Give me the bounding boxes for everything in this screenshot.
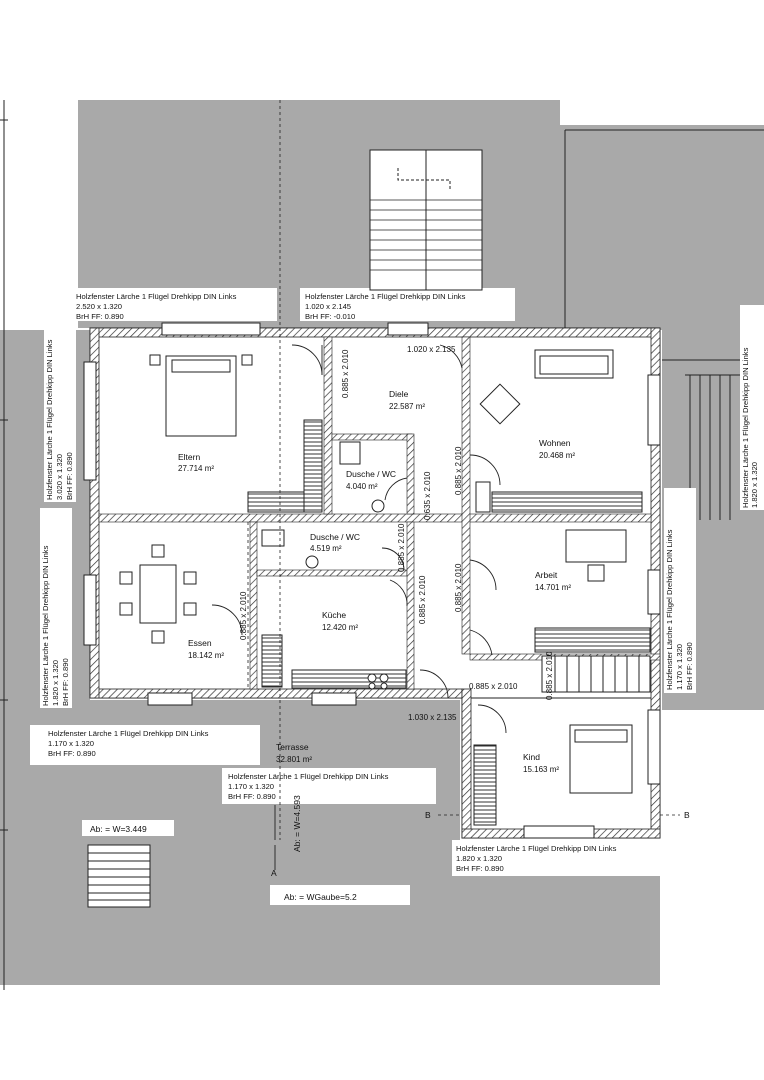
window-label: Holzfenster Lärche 1 Flügel Drehkipp DIN… <box>76 292 237 301</box>
room-area: 27.714 m² <box>178 464 214 473</box>
window-sill: BrH FF: 0.890 <box>48 749 96 758</box>
annotations: Ab: = W=3.449 Ab: = W=4.593 Ab: = WGaube… <box>90 795 690 902</box>
section-marker-a: A <box>271 868 277 878</box>
door-dimension: 0.885 x 2.010 <box>469 682 518 691</box>
window-size: 1.170 x 1.320 <box>228 782 274 791</box>
window-label: Holzfenster Lärche 1 Flügel Drehkipp DIN… <box>48 729 209 738</box>
window-label: Holzfenster Lärche 1 Flügel Drehkipp DIN… <box>305 292 466 301</box>
ab-w-label: Ab: = W=4.593 <box>292 795 302 852</box>
window-sill: BrH FF: 0.890 <box>76 312 124 321</box>
window-size: 3.020 x 1.320 <box>55 454 64 500</box>
dashed-lines <box>247 100 680 840</box>
room-labels: Eltern 27.714 m² Diele 22.587 m² Wohnen … <box>178 389 575 774</box>
room-area: 14.701 m² <box>535 583 571 592</box>
room-name: Eltern <box>178 452 200 462</box>
window-label: Holzfenster Lärche 1 Flügel Drehkipp DIN… <box>41 545 50 706</box>
room-name: Dusche / WC <box>346 469 396 479</box>
doors <box>211 344 507 734</box>
window-size: 2.520 x 1.320 <box>76 302 122 311</box>
section-marker-b: B <box>684 810 690 820</box>
window-label: Holzfenster Lärche 1 Flügel Drehkipp DIN… <box>456 844 617 853</box>
room-area: 4.040 m² <box>346 482 378 491</box>
left-scale <box>0 100 8 990</box>
door-dimension: 0.885 x 2.010 <box>418 575 427 624</box>
room-name: Arbeit <box>535 570 558 580</box>
door-dimension: 0.635 x 2.010 <box>423 471 432 520</box>
room-name: Diele <box>389 389 409 399</box>
door-dimension: 0.885 x 2.010 <box>239 591 248 640</box>
door-dimension: 0.885 x 2.010 <box>454 563 463 612</box>
room-area: 18.142 m² <box>188 651 224 660</box>
window-sill: BrH FF: 0.890 <box>65 452 74 500</box>
window-sill: BrH FF: 0.890 <box>456 864 504 873</box>
door-dimension: 0.885 x 2.010 <box>341 349 350 398</box>
window-labels: Holzfenster Lärche 1 Flügel Drehkipp DIN… <box>48 292 617 873</box>
shade-top-right <box>560 125 764 330</box>
room-name: Kind <box>523 752 540 762</box>
window-sill: BrH FF: 0.890 <box>61 658 70 706</box>
window-size: 1.020 x 2.145 <box>305 302 351 311</box>
window-sill: BrH FF: 0.890 <box>228 792 276 801</box>
window-size: 1.170 x 1.320 <box>675 644 684 690</box>
room-area: 32.801 m² <box>276 755 312 764</box>
door-dimension: 0.885 x 2.010 <box>454 446 463 495</box>
window-size: 1.170 x 1.320 <box>48 739 94 748</box>
window-size: 1.820 x 1.320 <box>750 462 759 508</box>
window-size: 1.820 x 1.320 <box>456 854 502 863</box>
furniture <box>119 349 651 826</box>
window-sill: BrH FF: -0.010 <box>305 312 355 321</box>
room-area: 4.519 m² <box>310 544 342 553</box>
section-marker-b: B <box>425 810 431 820</box>
room-area: 20.468 m² <box>539 451 575 460</box>
room-name: Terrasse <box>276 742 309 752</box>
door-dimension: 0.885 x 2.010 <box>397 523 406 572</box>
window-sill: BrH FF: 0.890 <box>685 642 694 690</box>
room-name: Wohnen <box>539 438 571 448</box>
window-label: Holzfenster Lärche 1 Flügel Drehkipp DIN… <box>741 347 750 508</box>
exterior-stair-bottom <box>87 844 151 908</box>
window-labels-vertical: Holzfenster Lärche 1 Flügel Drehkipp DIN… <box>40 305 764 708</box>
room-area: 12.420 m² <box>322 623 358 632</box>
ab-wgaube-label: Ab: = WGaube=5.2 <box>284 892 357 902</box>
door-dimensions: 1.020 x 2.135 0.885 x 2.010 0.885 x 2.01… <box>239 345 554 722</box>
door-dimension: 1.030 x 2.135 <box>408 713 457 722</box>
door-dimension: 1.020 x 2.135 <box>407 345 456 354</box>
room-name: Essen <box>188 638 212 648</box>
exterior-stair-top <box>369 149 483 291</box>
room-area: 22.587 m² <box>389 402 425 411</box>
room-name: Dusche / WC <box>310 532 360 542</box>
window-size: 1.820 x 1.320 <box>51 660 60 706</box>
window-label: Holzfenster Lärche 1 Flügel Drehkipp DIN… <box>228 772 389 781</box>
window-label: Holzfenster Lärche 1 Flügel Drehkipp DIN… <box>45 339 54 500</box>
window-label: Holzfenster Lärche 1 Flügel Drehkipp DIN… <box>665 529 674 690</box>
door-dimension: 0.885 x 2.010 <box>545 651 554 700</box>
room-area: 15.163 m² <box>523 765 559 774</box>
room-name: Küche <box>322 610 346 620</box>
ab-w-label: Ab: = W=3.449 <box>90 824 147 834</box>
